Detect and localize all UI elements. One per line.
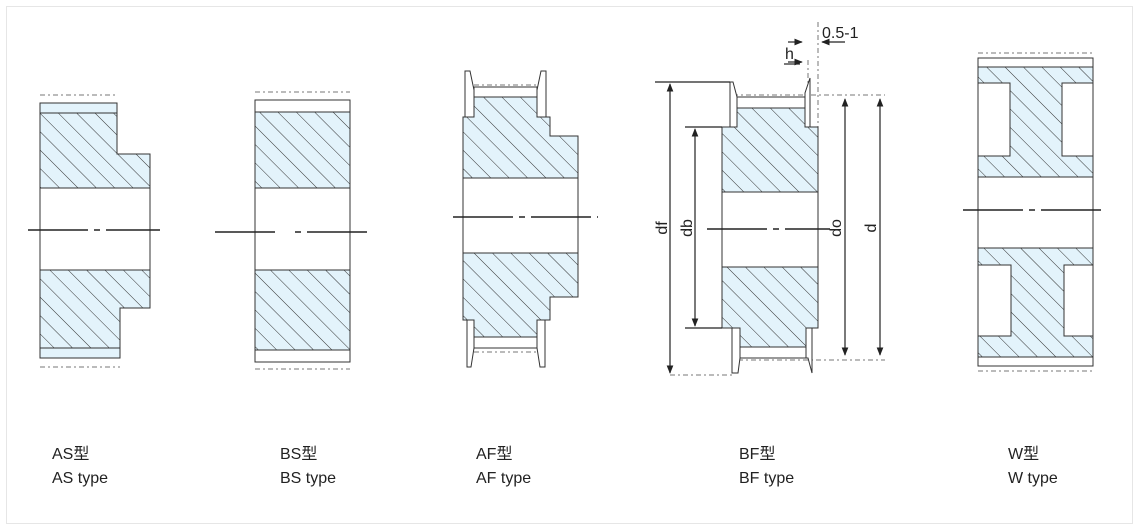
bs-pulley-section [215, 91, 367, 370]
w-pulley-section [963, 52, 1107, 372]
bs-type-label-en: BS type [280, 470, 337, 487]
dim-label-do: do [828, 219, 845, 237]
af-pulley-section [453, 70, 598, 368]
dim-label-df: df [654, 221, 671, 235]
af-type-label-cn: AF型 [476, 446, 513, 463]
bs-type-label-cn: BS型 [280, 446, 318, 463]
dim-label-db: db [679, 219, 696, 237]
frame-border [6, 6, 1133, 524]
dim-label-d: d [863, 224, 880, 233]
as-type-label-cn: AS型 [52, 446, 90, 463]
w-type-label-cn: W型 [1008, 446, 1040, 463]
as-type-label-en: AS type [52, 470, 109, 487]
bf-type-label-en: BF type [739, 470, 795, 487]
af-type-label-en: AF type [476, 470, 532, 487]
dim-label-h: h [785, 46, 794, 63]
w-type-label-en: W type [1008, 470, 1058, 487]
dim-label-clearance: 0.5-1 [822, 25, 859, 42]
bf-type-label-cn: BF型 [739, 446, 776, 463]
bf-pulley-section [655, 22, 885, 376]
as-pulley-section [28, 94, 160, 368]
